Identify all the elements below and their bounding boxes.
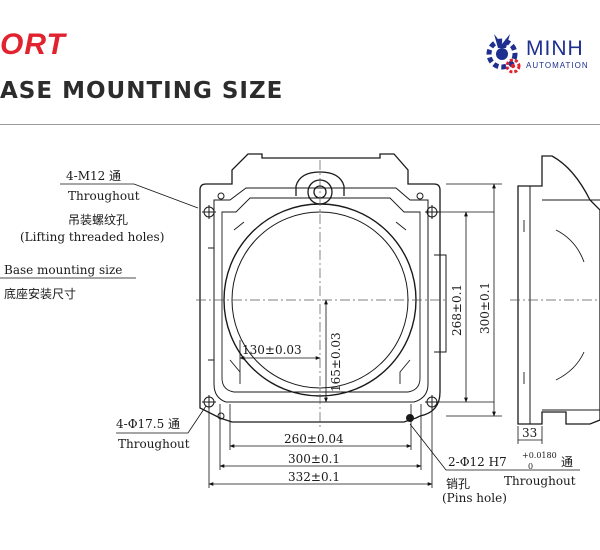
pin-tol-lower: 0 — [528, 462, 533, 471]
dim-268: 268±0.1 — [450, 284, 464, 336]
dimension-lines — [0, 183, 580, 488]
pin-hole-cn: 销孔 — [446, 477, 470, 491]
header-divider — [0, 124, 600, 125]
base-size-cn: 底座安装尺寸 — [4, 286, 76, 301]
dim-300-vertical: 300±0.1 — [478, 282, 492, 334]
pin-through-cn: 通 — [561, 455, 573, 469]
dim-300-horizontal: 300±0.1 — [288, 452, 340, 466]
dimension-values: 130±0.03 165±0.03 260±0.04 300±0.1 332±0… — [242, 282, 537, 484]
base-outline — [199, 153, 441, 423]
dim-33: 33 — [522, 426, 537, 440]
brand-wordmark: ORT — [0, 28, 66, 61]
dim-260: 260±0.04 — [284, 432, 344, 446]
logo-name: MINH — [526, 37, 584, 60]
front-view — [196, 153, 447, 430]
hole-175-label: 4-Φ17.5 通 — [116, 417, 180, 431]
pin-tol-upper: +0.0180 — [522, 451, 557, 460]
dim-130: 130±0.03 — [242, 343, 302, 357]
m12-through-label: Throughout — [68, 189, 140, 203]
annotation-labels: 4-M12 通 Throughout 吊装螺纹孔 (Lifting thread… — [4, 169, 576, 505]
dim-332: 332±0.1 — [288, 470, 340, 484]
gear-icon — [486, 34, 521, 74]
lifting-holes-cn: 吊装螺纹孔 — [68, 213, 128, 227]
pin-through-en: Throughout — [504, 474, 576, 488]
m12-label: 4-M12 通 — [66, 169, 121, 183]
company-logo: MINH AUTOMATION — [482, 28, 600, 80]
hole-175-through: Throughout — [118, 437, 190, 451]
page-title: ASE MOUNTING SIZE — [0, 78, 284, 104]
pin-hole-label: 2-Φ12 H7 — [448, 455, 507, 469]
logo-subtitle: AUTOMATION — [526, 61, 589, 70]
pin-hole-en: (Pins hole) — [442, 491, 507, 505]
lifting-holes-en: (Lifting threaded holes) — [20, 230, 164, 244]
side-view — [510, 155, 600, 425]
base-size-en: Base mounting size — [4, 263, 122, 277]
dim-165: 165±0.03 — [329, 332, 343, 392]
